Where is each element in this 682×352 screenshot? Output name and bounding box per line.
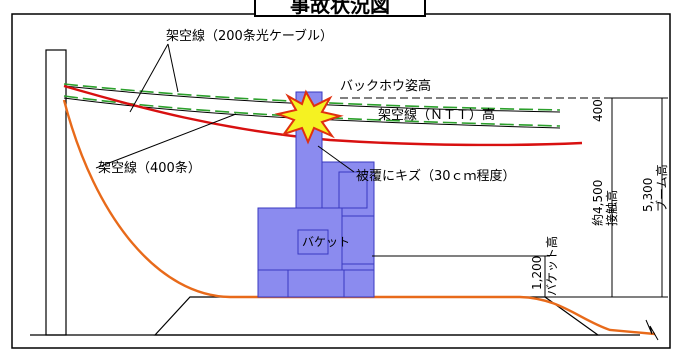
cable-orange [62, 99, 656, 336]
label-backhoe-height: バックホウ姿高 [340, 78, 431, 94]
cable-400 [63, 84, 583, 147]
diagram-title: 事故状況図 [290, 0, 390, 17]
label-cable-400: 架空線（400条） [98, 160, 201, 176]
cab-window [338, 171, 368, 209]
label-boom-height: ブーム高 [654, 164, 669, 212]
leader-fiber-2 [167, 43, 179, 93]
dim-contact: 約4,500 [590, 180, 605, 226]
label-damage: 被覆にキズ（30ｃｍ程度） [356, 168, 516, 184]
break-mark [645, 319, 659, 341]
utility-pole [45, 49, 67, 336]
label-bucket-height: バケット高 [544, 236, 559, 296]
label-fiber-cable: 架空線（200条光ケーブル） [166, 28, 333, 44]
backhoe [257, 91, 375, 298]
ntt-line-upper-black [63, 85, 561, 113]
dim-boom: 5,300 [641, 178, 655, 212]
dim-bucket: 1,200 [530, 256, 544, 290]
dim-gap: 400 [591, 99, 605, 122]
ntt-line-upper [63, 83, 561, 111]
impact-star [274, 89, 344, 145]
ntt-line-lower-black [63, 97, 561, 129]
leader-fiber-1 [129, 43, 169, 113]
leader-damage [317, 145, 355, 173]
label-contact-height: 接触高 [604, 190, 619, 226]
bucket [297, 229, 329, 255]
label-bucket: バケット [302, 235, 350, 249]
embankment [153, 296, 600, 336]
label-ntt-line: 架空線（ＮＴＴ）高 [378, 107, 495, 123]
backhoe-tracks [257, 269, 375, 298]
title-box [254, 0, 426, 17]
leader-400 [95, 113, 237, 169]
